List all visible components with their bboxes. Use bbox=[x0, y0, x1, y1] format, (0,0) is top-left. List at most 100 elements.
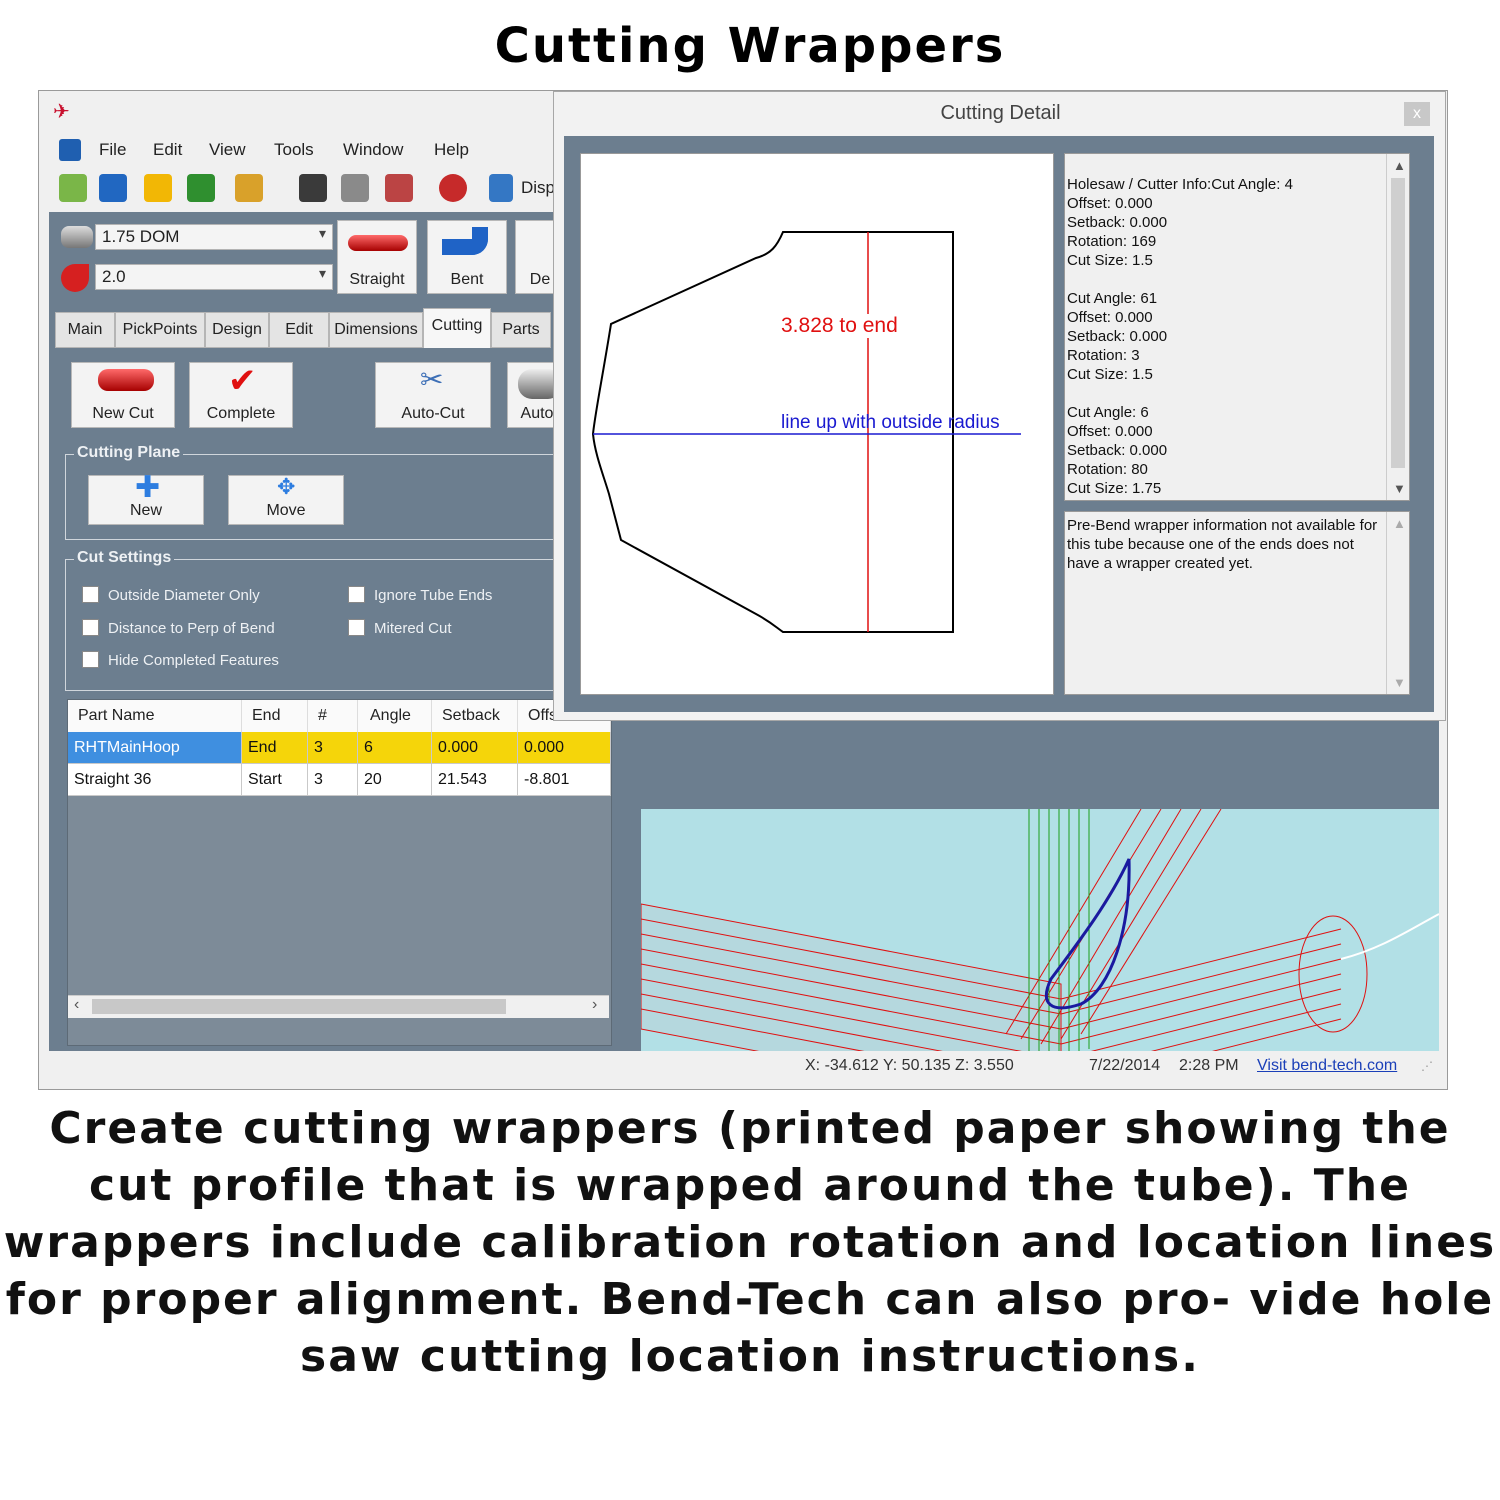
menu-help[interactable]: Help bbox=[434, 140, 469, 159]
table-cell[interactable]: 6 bbox=[358, 732, 432, 764]
move-arrows-icon: ✥ bbox=[277, 474, 296, 499]
hide-completed-checkbox[interactable]: Hide Completed Features bbox=[82, 651, 279, 669]
new-cut-button[interactable]: New Cut bbox=[71, 362, 175, 428]
prebend-info-text: Pre-Bend wrapper information not availab… bbox=[1067, 517, 1378, 572]
mitered-cut-checkbox[interactable]: Mitered Cut bbox=[348, 619, 452, 637]
cutting-plane-title: Cutting Plane bbox=[74, 444, 184, 462]
scroll-down-icon[interactable]: ▼ bbox=[1393, 481, 1406, 496]
table-cell[interactable]: Start bbox=[242, 764, 308, 796]
solidworks-icon[interactable] bbox=[439, 174, 467, 202]
outside-diameter-checkbox[interactable]: Outside Diameter Only bbox=[82, 586, 260, 604]
bent-button[interactable]: Bent bbox=[427, 220, 507, 294]
app-menu-icon[interactable] bbox=[59, 139, 81, 161]
tab-parts[interactable]: Parts bbox=[491, 312, 551, 348]
display-label[interactable]: Disp bbox=[521, 178, 556, 197]
table-cell[interactable]: Straight 36 bbox=[68, 764, 242, 796]
menu-tools[interactable]: Tools bbox=[274, 140, 314, 159]
scroll-right-icon[interactable]: › bbox=[592, 996, 598, 1013]
bent-label: Bent bbox=[450, 271, 484, 288]
distance-perp-checkbox[interactable]: Distance to Perp of Bend bbox=[82, 619, 275, 637]
scroll-thumb[interactable] bbox=[92, 999, 506, 1014]
open-icon[interactable] bbox=[99, 174, 127, 202]
complete-label: Complete bbox=[206, 405, 276, 422]
auto-cut-label: Auto-Cut bbox=[401, 405, 465, 422]
menu-window[interactable]: Window bbox=[343, 140, 404, 159]
vertical-scrollbar[interactable]: ▲ ▼ bbox=[1386, 512, 1409, 694]
chevron-down-icon: ▾ bbox=[318, 225, 326, 241]
vertical-scrollbar[interactable]: ▲ ▼ bbox=[1386, 154, 1409, 500]
bend-tech-link[interactable]: Visit bend-tech.com bbox=[1257, 1057, 1398, 1074]
checkbox-box[interactable] bbox=[82, 586, 99, 603]
plane-new-label: New bbox=[129, 502, 162, 519]
status-date: 7/22/2014 bbox=[1089, 1057, 1161, 1074]
menu-file[interactable]: File bbox=[99, 140, 127, 159]
prebend-info-box[interactable]: Pre-Bend wrapper information not availab… bbox=[1064, 511, 1410, 695]
checkbox-box[interactable] bbox=[348, 586, 365, 603]
table-cell[interactable]: End bbox=[242, 732, 308, 764]
checkbox-box[interactable] bbox=[348, 619, 365, 636]
auto-cut-button[interactable]: ✂ Auto-Cut bbox=[375, 362, 491, 428]
plane-move-button[interactable]: ✥ Move bbox=[228, 474, 344, 525]
col-end[interactable]: End bbox=[242, 700, 308, 732]
ignore-tube-ends-checkbox[interactable]: Ignore Tube Ends bbox=[348, 586, 492, 604]
straight-button[interactable]: Straight bbox=[337, 220, 417, 294]
mitered-cut-label: Mitered Cut bbox=[374, 620, 452, 637]
3d-viewport[interactable] bbox=[641, 809, 1439, 1081]
plane-new-button[interactable]: ✚ New bbox=[88, 471, 204, 525]
table-cell[interactable]: 0.000 bbox=[432, 732, 518, 764]
tab-edit[interactable]: Edit bbox=[269, 312, 329, 348]
scroll-left-icon[interactable]: ‹ bbox=[74, 996, 80, 1013]
import-icon[interactable] bbox=[144, 174, 172, 202]
col-part-name[interactable]: Part Name bbox=[68, 700, 242, 732]
col-number[interactable]: # bbox=[308, 700, 358, 732]
tab-main[interactable]: Main bbox=[55, 312, 115, 348]
col-angle[interactable]: Angle bbox=[358, 700, 432, 732]
table-cell[interactable]: 0.000 bbox=[518, 732, 611, 764]
table-cell[interactable]: 20 bbox=[358, 764, 432, 796]
checkbox-box[interactable] bbox=[82, 619, 99, 636]
tab-cutting[interactable]: Cutting bbox=[423, 308, 491, 348]
parts-table: Part Name End # Angle Setback Offs RHTMa… bbox=[67, 699, 612, 1046]
resize-grip-icon[interactable]: ⋰ bbox=[1421, 1059, 1433, 1073]
scroll-up-icon[interactable]: ▲ bbox=[1393, 516, 1406, 531]
tab-design[interactable]: Design bbox=[205, 312, 269, 348]
menu-view[interactable]: View bbox=[209, 140, 246, 159]
radius-select-value: 2.0 bbox=[102, 267, 126, 286]
chevron-down-icon: ▾ bbox=[318, 265, 326, 281]
scroll-up-icon[interactable]: ▲ bbox=[1393, 158, 1406, 173]
tab-pickpoints[interactable]: PickPoints bbox=[115, 312, 205, 348]
checkbox-box[interactable] bbox=[82, 651, 99, 668]
col-setback[interactable]: Setback bbox=[432, 700, 518, 732]
straight-label: Straight bbox=[349, 271, 405, 288]
hide-completed-label: Hide Completed Features bbox=[108, 652, 279, 669]
print-preview-icon[interactable] bbox=[385, 174, 413, 202]
table-cell[interactable]: 3 bbox=[308, 732, 358, 764]
cutting-detail-dialog: Cutting Detail x 3.828 to end line up wi… bbox=[553, 91, 1446, 721]
table-cell[interactable]: RHTMainHoop bbox=[68, 732, 242, 764]
tab-dimensions[interactable]: Dimensions bbox=[329, 312, 423, 348]
close-icon[interactable]: x bbox=[1404, 102, 1430, 126]
new-file-icon[interactable] bbox=[59, 174, 87, 202]
horizontal-scrollbar[interactable]: ‹ › bbox=[68, 995, 609, 1018]
cut-settings-title: Cut Settings bbox=[74, 549, 175, 567]
table-cell[interactable]: 3 bbox=[308, 764, 358, 796]
scroll-thumb[interactable] bbox=[1391, 178, 1405, 468]
distance-perp-label: Distance to Perp of Bend bbox=[108, 620, 275, 637]
scroll-down-icon[interactable]: ▼ bbox=[1393, 675, 1406, 690]
menu-bar: File Edit View Tools Window Help bbox=[49, 134, 554, 166]
tube-select[interactable]: 1.75 DOM▾ bbox=[95, 224, 333, 250]
print-icon[interactable] bbox=[341, 174, 369, 202]
folder-dropdown-icon[interactable] bbox=[235, 174, 263, 202]
radius-icon bbox=[61, 264, 89, 292]
cutter-info-box[interactable]: Holesaw / Cutter Info:Cut Angle: 4 Offse… bbox=[1064, 153, 1410, 501]
save-icon[interactable] bbox=[299, 174, 327, 202]
table-cell[interactable]: 21.543 bbox=[432, 764, 518, 796]
menu-edit[interactable]: Edit bbox=[153, 140, 183, 159]
display-icon[interactable] bbox=[489, 174, 513, 202]
end-distance-label: 3.828 to end bbox=[781, 314, 898, 338]
table-cell[interactable]: -8.801 bbox=[518, 764, 611, 796]
library-icon[interactable] bbox=[187, 174, 215, 202]
cutter-info-text: Holesaw / Cutter Info:Cut Angle: 4 Offse… bbox=[1067, 176, 1293, 497]
complete-button[interactable]: ✔ Complete bbox=[189, 362, 293, 428]
radius-select[interactable]: 2.0 ▾ bbox=[95, 264, 333, 290]
